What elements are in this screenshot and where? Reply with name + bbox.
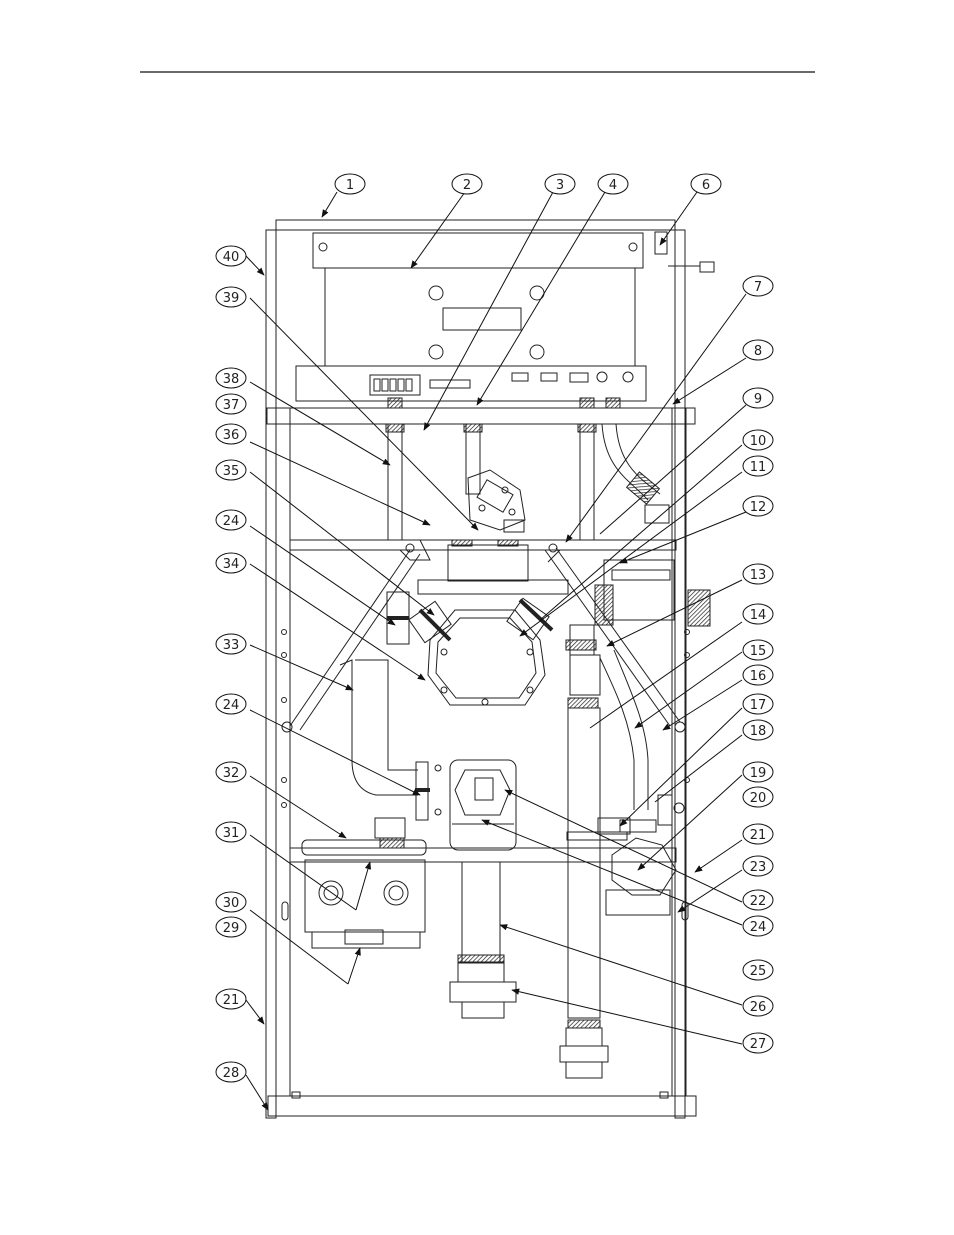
callout-26: 26: [742, 995, 774, 1017]
svg-text:21: 21: [223, 993, 240, 1008]
callout-27: 27: [742, 1032, 774, 1054]
callout-7: 7: [742, 275, 774, 297]
callout-37: 37: [215, 393, 247, 415]
svg-text:25: 25: [750, 964, 767, 979]
svg-text:15: 15: [750, 644, 767, 659]
svg-text:9: 9: [754, 392, 762, 407]
callout-2: 2: [451, 173, 483, 195]
callout-16: 16: [742, 664, 774, 686]
callout-13: 13: [742, 563, 774, 585]
callout-39: 39: [215, 286, 247, 308]
callout-17: 17: [742, 693, 774, 715]
svg-text:14: 14: [750, 608, 767, 623]
svg-text:19: 19: [750, 766, 767, 781]
callout-14: 14: [742, 603, 774, 625]
svg-text:38: 38: [223, 372, 240, 387]
callout-40: 40: [215, 245, 247, 267]
callout-29: 29: [215, 916, 247, 938]
svg-text:3: 3: [556, 178, 564, 193]
svg-text:2: 2: [463, 178, 471, 193]
lower-piping: [291, 861, 669, 1099]
svg-text:20: 20: [750, 791, 767, 806]
callout-24-top: 24: [215, 509, 247, 531]
callout-11: 11: [742, 455, 774, 477]
svg-text:24: 24: [223, 514, 240, 529]
callout-32: 32: [215, 761, 247, 783]
svg-text:29: 29: [223, 921, 240, 936]
svg-text:22: 22: [750, 894, 767, 909]
callout-15: 15: [742, 639, 774, 661]
svg-text:17: 17: [750, 698, 767, 713]
svg-text:7: 7: [754, 280, 762, 295]
cross-braces: [289, 539, 681, 731]
svg-text:23: 23: [750, 860, 767, 875]
svg-text:32: 32: [223, 766, 240, 781]
svg-text:24: 24: [223, 698, 240, 713]
svg-text:31: 31: [223, 826, 240, 841]
callout-23: 23: [742, 855, 774, 877]
control-box: [295, 231, 715, 402]
callout-9: 9: [742, 387, 774, 409]
callout-21-left: 21: [215, 988, 247, 1010]
callout-33: 33: [215, 633, 247, 655]
callout-3: 3: [544, 173, 576, 195]
svg-text:28: 28: [223, 1066, 240, 1081]
callout-6: 6: [690, 173, 722, 195]
callout-1: 1: [334, 173, 366, 195]
callout-8: 8: [742, 339, 774, 361]
callout-21-right: 21: [742, 823, 774, 845]
svg-text:26: 26: [750, 1000, 767, 1015]
callout-28: 28: [215, 1061, 247, 1083]
svg-text:21: 21: [750, 828, 767, 843]
svg-text:4: 4: [609, 178, 617, 193]
svg-text:37: 37: [223, 398, 240, 413]
svg-text:24: 24: [750, 920, 767, 935]
valve-assembly: [417, 469, 569, 595]
callout-22: 22: [742, 889, 774, 911]
svg-text:30: 30: [223, 896, 240, 911]
svg-text:10: 10: [750, 434, 767, 449]
svg-text:8: 8: [754, 344, 762, 359]
callout-34: 34: [215, 552, 247, 574]
callout-36: 36: [215, 423, 247, 445]
svg-text:13: 13: [750, 568, 767, 583]
pump-housing: [408, 597, 554, 706]
svg-text:27: 27: [750, 1037, 767, 1052]
strainer-body: [449, 759, 517, 851]
svg-text:39: 39: [223, 291, 240, 306]
svg-text:35: 35: [223, 464, 240, 479]
svg-text:16: 16: [750, 669, 767, 684]
motor-box: [301, 839, 427, 949]
svg-text:18: 18: [750, 724, 767, 739]
svg-text:1: 1: [346, 178, 354, 193]
svg-text:34: 34: [223, 557, 240, 572]
callout-35: 35: [215, 459, 247, 481]
callout-18: 18: [742, 719, 774, 741]
svg-text:11: 11: [750, 460, 767, 475]
callout-24-mid: 24: [215, 693, 247, 715]
callout-30: 30: [215, 891, 247, 913]
svg-text:40: 40: [223, 250, 240, 265]
callout-12: 12: [742, 495, 774, 517]
callout-10: 10: [742, 429, 774, 451]
callout-4: 4: [597, 173, 629, 195]
right-piping: [565, 559, 711, 1019]
callout-20: 20: [742, 786, 774, 808]
svg-text:33: 33: [223, 638, 240, 653]
callout-24-right: 24: [742, 915, 774, 937]
callout-19: 19: [742, 761, 774, 783]
callout-38: 38: [215, 367, 247, 389]
svg-text:36: 36: [223, 428, 240, 443]
svg-text:6: 6: [702, 178, 710, 193]
callout-31: 31: [215, 821, 247, 843]
leader-lines: [245, 191, 747, 1111]
svg-text:12: 12: [750, 500, 767, 515]
unit-frame: [265, 219, 697, 1119]
upper-pipes: [385, 397, 670, 541]
callout-25: 25: [742, 959, 774, 981]
